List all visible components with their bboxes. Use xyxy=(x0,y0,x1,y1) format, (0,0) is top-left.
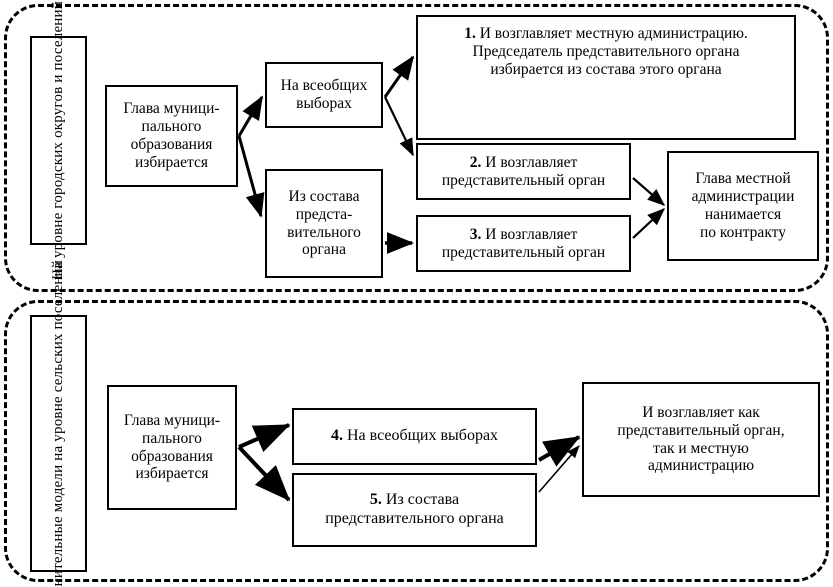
node-outcome-3-line-2: представительный орган xyxy=(441,243,606,261)
node-outcome-3-line-1: И возглавляет xyxy=(481,225,578,243)
node-rural-final-line-3: так и местную xyxy=(653,439,749,457)
node-outcome-2-number: 2. xyxy=(469,153,482,171)
node-rural-final-line-2: представительный орган, xyxy=(617,421,785,439)
node-rural-root-line-4: избирается xyxy=(135,465,209,483)
node-urban-final-line-2: администрации xyxy=(691,188,795,206)
side-label-rural: Дополнительные модели на уровне сельских… xyxy=(30,260,87,587)
node-branch-b-line-2: предста- xyxy=(295,205,353,223)
node-rural-root-line-1: Глава муници- xyxy=(123,411,221,429)
node-urban-root-line-2: пального xyxy=(141,118,202,136)
side-label-urban: На уровне городских округов и поселений xyxy=(30,1,87,280)
node-rural-root-line-3: образования xyxy=(131,447,213,465)
node-option-4-text: На всеобщих выборах xyxy=(342,427,499,445)
node-urban-branch-from-council: Из состава предста- вительного органа xyxy=(265,169,383,278)
node-outcome-1: 1. И возглавляет местную администрацию. … xyxy=(416,15,796,140)
node-option-5-line-2: представительного органа xyxy=(325,510,504,527)
node-option-5-line-1: Из состава xyxy=(381,491,460,509)
node-branch-b-line-1: Из состава xyxy=(288,187,360,205)
node-outcome-2: 2. И возглавляет представительный орган xyxy=(416,143,631,200)
node-urban-final-line-1: Глава местной xyxy=(695,170,791,188)
node-outcome-1-number: 1. xyxy=(464,25,476,42)
node-outcome-2-line-1: И возглавляет xyxy=(481,153,578,171)
node-branch-a-line-1: На всеобщих xyxy=(280,77,368,95)
node-outcome-1-line-3: избирается из состава этого органа xyxy=(490,60,722,78)
node-urban-root-line-3: образования xyxy=(130,136,213,153)
panel-urban-level xyxy=(4,4,829,292)
node-urban-root-line-4: избирается xyxy=(134,153,209,171)
node-outcome-3: 3. И возглавляет представительный орган xyxy=(416,215,631,272)
node-branch-b-line-4: органа xyxy=(302,241,346,259)
node-outcome-2-line-2: представительный орган xyxy=(441,171,606,189)
node-option-4: 4. На всеобщих выборах xyxy=(292,408,537,465)
node-urban-root: Глава муници- пального образования избир… xyxy=(105,85,238,187)
node-urban-final-line-4: по контракту xyxy=(700,223,786,241)
node-outcome-1-line-1: И возглавляет местную администрацию. xyxy=(475,25,748,42)
node-outcome-3-number: 3. xyxy=(469,225,482,243)
side-label-urban-text: На уровне городских округов и поселений xyxy=(50,1,67,280)
node-option-5: 5. Из состава представительного органа xyxy=(292,473,537,547)
node-urban-final-contract-head: Глава местной администрации нанимается п… xyxy=(667,151,819,261)
node-rural-root: Глава муници- пального образования избир… xyxy=(107,385,237,510)
side-label-rural-text: Дополнительные модели на уровне сельских… xyxy=(50,259,67,587)
node-urban-final-line-3: нанимается xyxy=(704,206,782,223)
node-rural-final-line-1: И возглавляет как xyxy=(642,403,760,421)
node-branch-b-line-3: вительного xyxy=(287,223,361,241)
panel-rural-level xyxy=(4,300,829,582)
node-urban-root-line-1: Глава муници- xyxy=(123,100,220,118)
node-rural-final-both-roles: И возглавляет как представительный орган… xyxy=(582,382,820,497)
node-option-4-number: 4. xyxy=(330,427,343,445)
node-rural-root-line-2: пального xyxy=(142,429,202,447)
node-urban-branch-general-elections: На всеобщих выборах xyxy=(265,62,383,128)
node-branch-a-line-2: выборах xyxy=(296,95,352,112)
node-outcome-1-line-2: Председатель представительного органа xyxy=(472,42,740,60)
node-rural-final-line-4: администрацию xyxy=(647,457,755,475)
node-option-5-number: 5. xyxy=(369,491,382,509)
